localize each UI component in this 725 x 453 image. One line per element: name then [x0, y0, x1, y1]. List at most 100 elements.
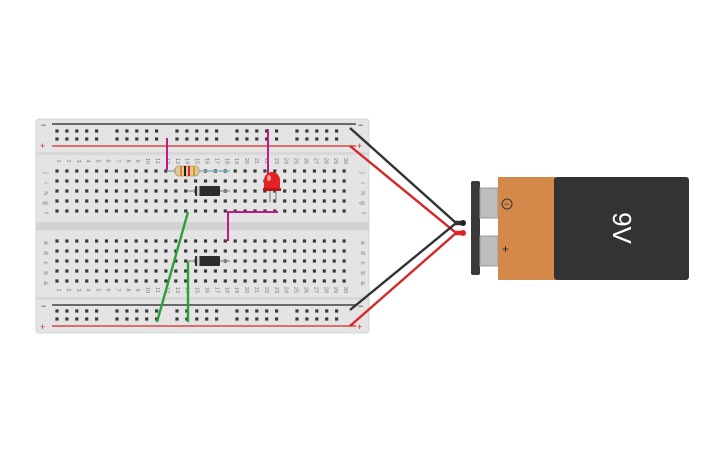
breadboard-hole[interactable] — [295, 129, 299, 133]
breadboard-hole[interactable] — [233, 269, 237, 273]
breadboard-hole[interactable] — [95, 269, 99, 273]
breadboard-hole[interactable] — [55, 317, 59, 321]
breadboard-hole[interactable] — [213, 279, 217, 283]
breadboard-hole[interactable] — [115, 137, 119, 141]
breadboard-hole[interactable] — [95, 209, 99, 213]
breadboard-hole[interactable] — [283, 259, 287, 263]
breadboard-hole[interactable] — [302, 199, 307, 203]
breadboard-hole[interactable] — [265, 137, 269, 141]
breadboard-hole[interactable] — [194, 209, 198, 213]
breadboard-hole[interactable] — [342, 269, 346, 273]
breadboard-hole[interactable] — [312, 189, 316, 193]
breadboard-hole[interactable] — [253, 239, 257, 243]
breadboard-hole[interactable] — [124, 279, 128, 283]
breadboard-hole[interactable] — [134, 259, 138, 263]
breadboard-hole[interactable] — [95, 309, 99, 313]
breadboard-hole[interactable] — [293, 189, 297, 193]
breadboard-hole[interactable] — [185, 137, 189, 141]
breadboard-hole[interactable] — [75, 269, 79, 273]
breadboard-hole[interactable] — [275, 317, 279, 321]
breadboard-hole[interactable] — [85, 269, 89, 273]
breadboard-hole[interactable] — [85, 129, 89, 133]
breadboard-hole[interactable] — [144, 209, 148, 213]
breadboard-hole[interactable] — [164, 199, 168, 203]
breadboard-hole[interactable] — [104, 169, 109, 173]
breadboard-hole[interactable] — [175, 129, 179, 133]
breadboard-hole[interactable] — [263, 249, 267, 253]
breadboard-hole[interactable] — [144, 269, 148, 273]
breadboard-hole[interactable] — [184, 279, 188, 283]
breadboard-hole[interactable] — [104, 209, 109, 213]
breadboard-hole[interactable] — [124, 179, 128, 183]
breadboard-hole[interactable] — [335, 309, 339, 313]
breadboard-hole[interactable] — [85, 209, 89, 213]
breadboard-hole[interactable] — [134, 239, 138, 243]
breadboard-hole[interactable] — [325, 309, 329, 313]
breadboard-hole[interactable] — [124, 239, 128, 243]
breadboard-hole[interactable] — [322, 239, 326, 243]
breadboard-hole[interactable] — [114, 189, 118, 193]
breadboard-hole[interactable] — [184, 259, 188, 263]
breadboard-hole[interactable] — [104, 199, 109, 203]
led[interactable] — [263, 172, 281, 202]
breadboard-hole[interactable] — [235, 129, 239, 133]
breadboard-hole[interactable] — [312, 209, 316, 213]
breadboard-hole[interactable] — [213, 249, 217, 253]
breadboard-hole[interactable] — [293, 179, 297, 183]
breadboard-hole[interactable] — [85, 179, 89, 183]
breadboard-hole[interactable] — [154, 269, 158, 273]
breadboard-hole[interactable] — [245, 309, 249, 313]
breadboard-hole[interactable] — [335, 137, 339, 141]
breadboard-hole[interactable] — [295, 309, 299, 313]
breadboard-hole[interactable] — [124, 249, 128, 253]
breadboard-hole[interactable] — [144, 239, 148, 243]
breadboard-hole[interactable] — [233, 179, 237, 183]
breadboard-hole[interactable] — [174, 189, 178, 193]
breadboard-hole[interactable] — [194, 269, 198, 273]
breadboard-hole[interactable] — [75, 279, 79, 283]
breadboard-hole[interactable] — [293, 169, 297, 173]
breadboard-hole[interactable] — [203, 249, 208, 253]
breadboard-hole[interactable] — [302, 239, 307, 243]
breadboard-hole[interactable] — [155, 137, 159, 141]
breadboard-hole[interactable] — [135, 317, 139, 321]
breadboard-hole[interactable] — [95, 239, 99, 243]
breadboard-hole[interactable] — [65, 179, 69, 183]
breadboard-hole[interactable] — [342, 169, 346, 173]
breadboard-hole[interactable] — [95, 279, 99, 283]
breadboard-hole[interactable] — [322, 259, 326, 263]
breadboard-hole[interactable] — [263, 169, 267, 173]
breadboard-hole[interactable] — [213, 209, 217, 213]
breadboard-hole[interactable] — [134, 169, 138, 173]
breadboard-hole[interactable] — [65, 279, 69, 283]
breadboard-hole[interactable] — [55, 239, 59, 243]
breadboard-hole[interactable] — [114, 239, 118, 243]
breadboard-hole[interactable] — [75, 199, 79, 203]
breadboard-hole[interactable] — [65, 209, 69, 213]
breadboard-hole[interactable] — [253, 189, 257, 193]
breadboard-hole[interactable] — [55, 269, 59, 273]
breadboard-hole[interactable] — [134, 279, 138, 283]
breadboard-hole[interactable] — [245, 317, 249, 321]
breadboard-hole[interactable] — [273, 199, 277, 203]
breadboard-hole[interactable] — [322, 199, 326, 203]
breadboard-hole[interactable] — [164, 169, 168, 173]
breadboard-hole[interactable] — [164, 279, 168, 283]
breadboard-hole[interactable] — [302, 209, 307, 213]
breadboard-hole[interactable] — [184, 199, 188, 203]
breadboard-hole[interactable] — [124, 269, 128, 273]
breadboard-hole[interactable] — [114, 249, 118, 253]
breadboard-hole[interactable] — [104, 269, 109, 273]
breadboard-hole[interactable] — [75, 189, 79, 193]
breadboard-hole[interactable] — [283, 239, 287, 243]
breadboard-hole[interactable] — [55, 259, 59, 263]
breadboard-hole[interactable] — [233, 279, 237, 283]
breadboard-hole[interactable] — [85, 259, 89, 263]
breadboard-hole[interactable] — [134, 209, 138, 213]
breadboard-hole[interactable] — [263, 269, 267, 273]
breadboard-hole[interactable] — [215, 317, 219, 321]
breadboard-hole[interactable] — [325, 317, 329, 321]
breadboard-hole[interactable] — [114, 179, 118, 183]
breadboard-hole[interactable] — [283, 199, 287, 203]
breadboard-hole[interactable] — [223, 279, 227, 283]
